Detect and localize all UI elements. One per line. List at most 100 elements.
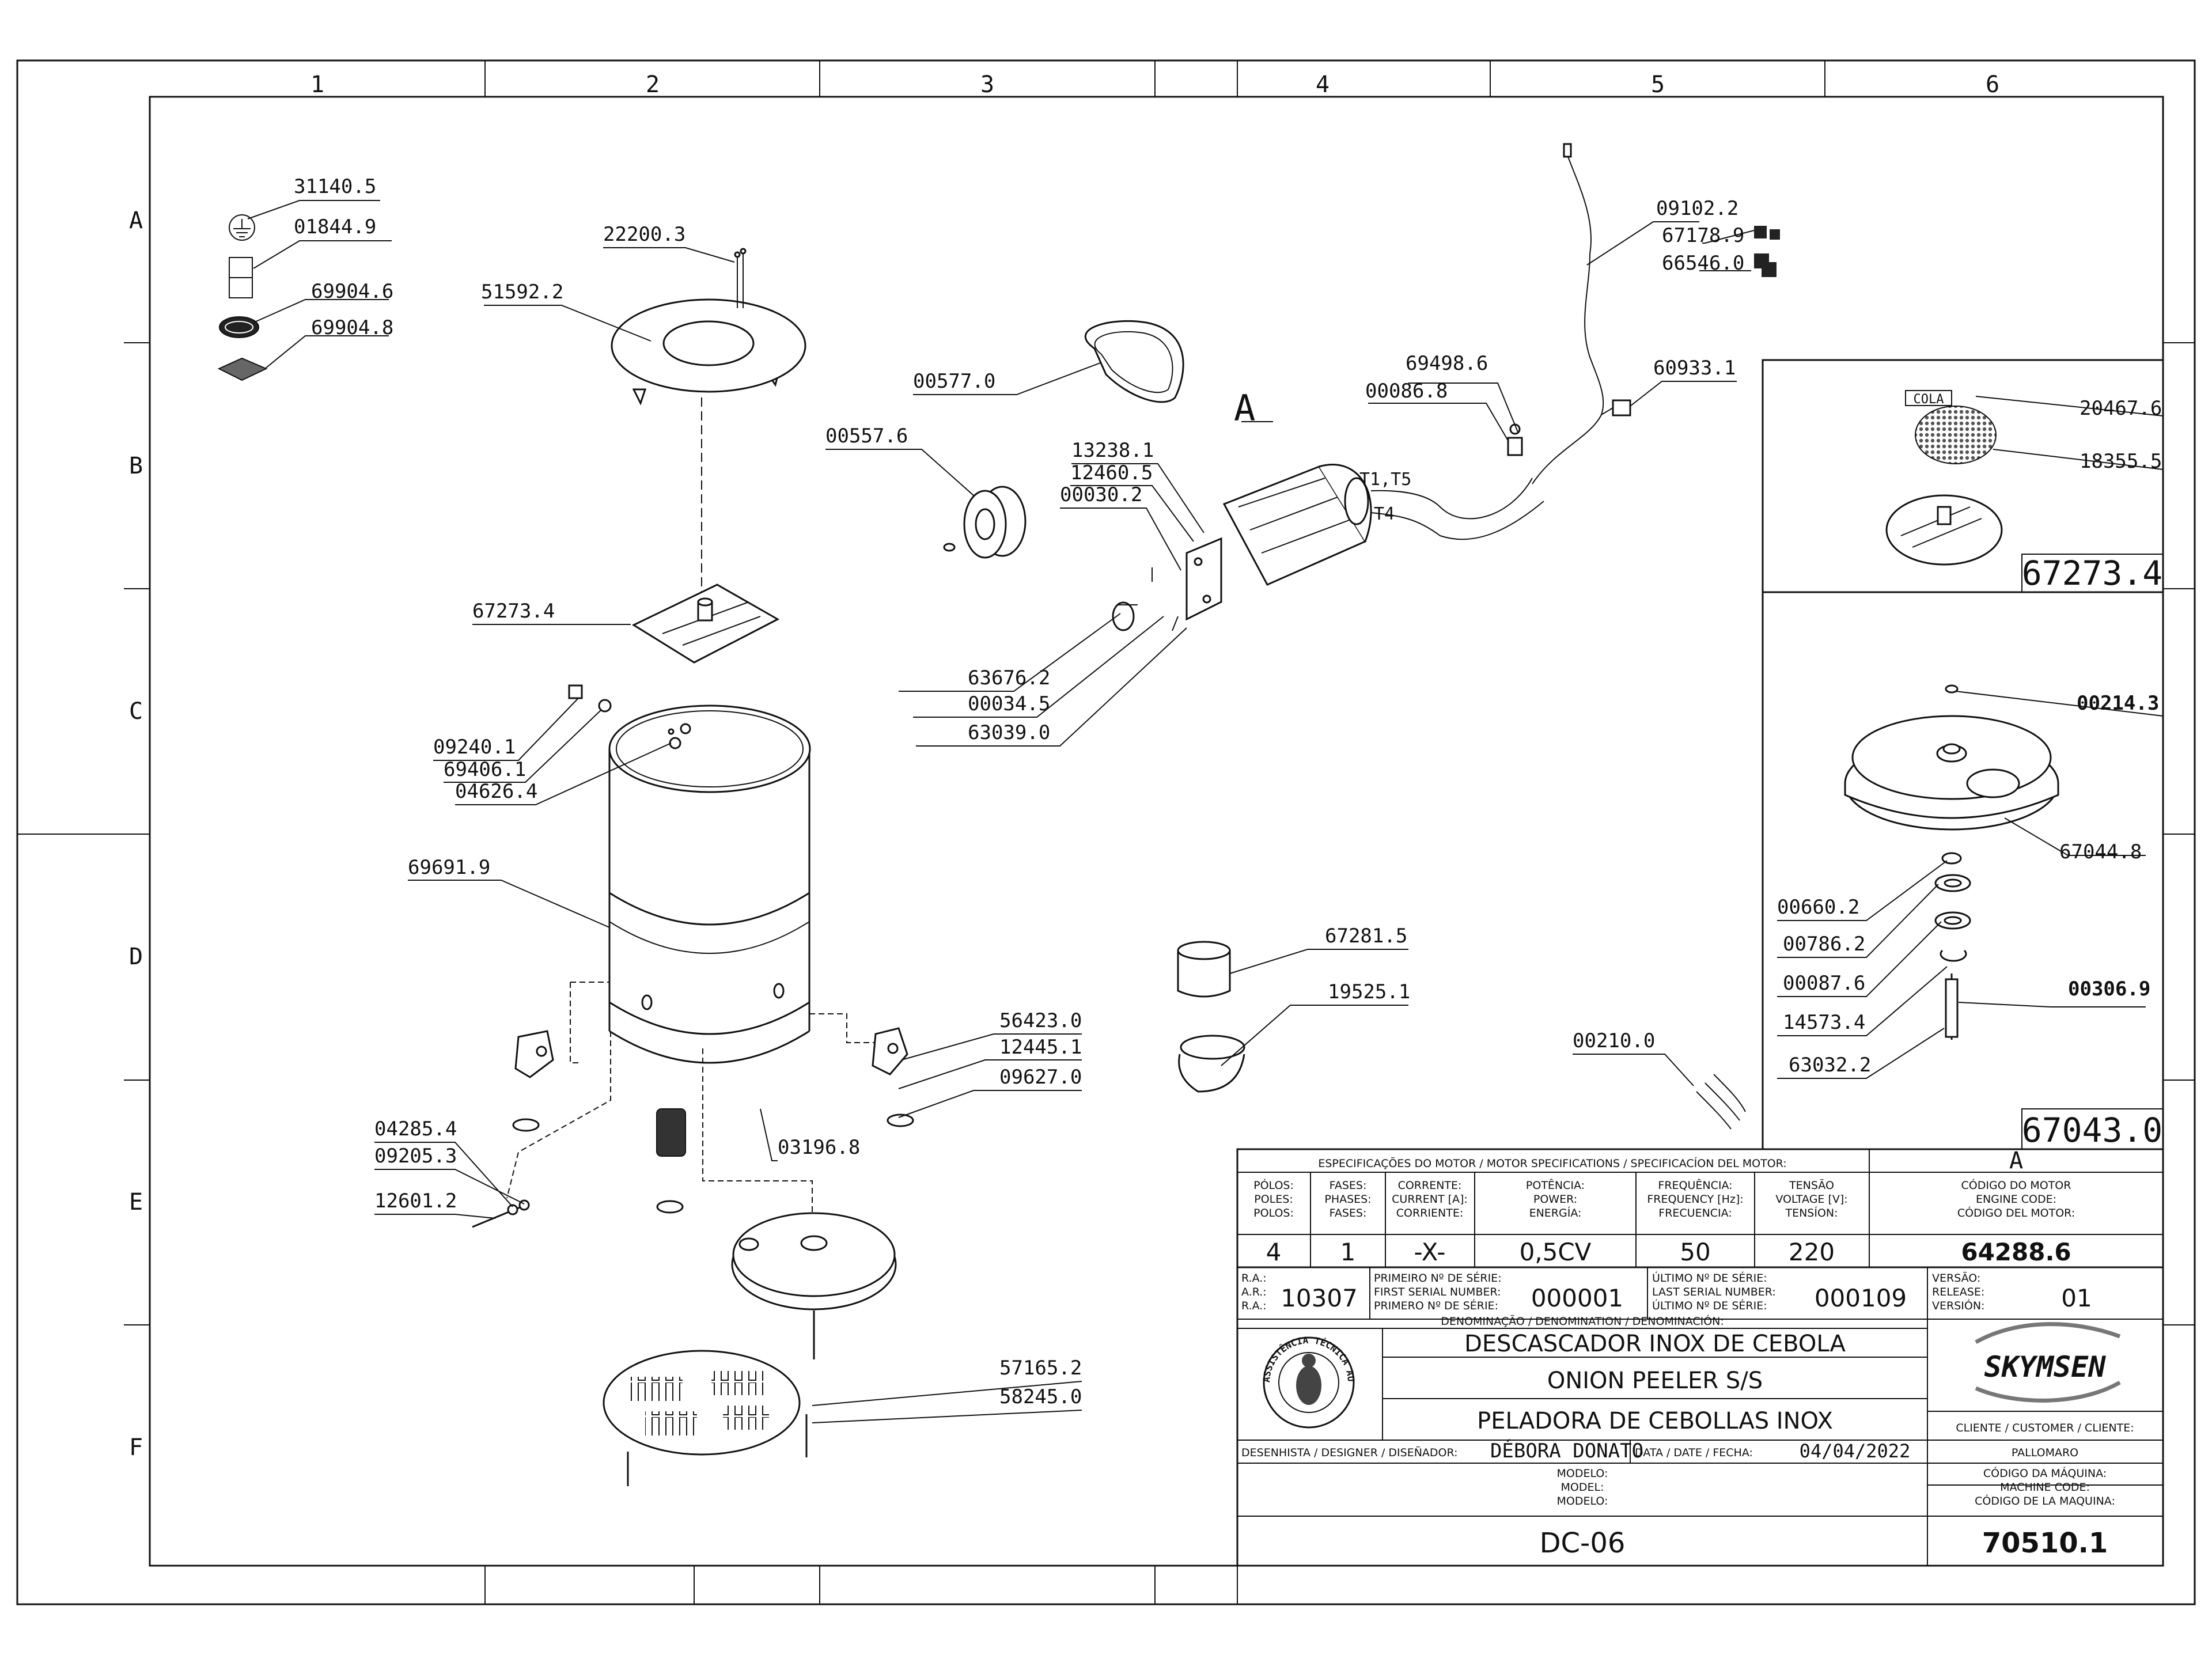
last-serial-label-pt: ÚLTIMO Nº DE SÉRIE: xyxy=(1652,1271,1767,1285)
machine-code-label-pt: CÓDIGO DA MÁQUINA: xyxy=(1983,1466,2107,1480)
detail-code-top: 67273.4 xyxy=(2022,554,2162,593)
ra-label-1: R.A.: xyxy=(1241,1272,1267,1285)
spec-phases-value: 1 xyxy=(1340,1238,1356,1266)
spec-power-label-pt: POTÊNCIA: xyxy=(1526,1179,1585,1192)
spec-power-label-es: ENERGÍA: xyxy=(1529,1206,1582,1219)
ra-label-2: A.R.: xyxy=(1241,1286,1267,1298)
callout-31140-5: 31140.5 xyxy=(294,175,376,198)
callout-69498-6: 69498.6 xyxy=(1406,352,1488,375)
designer-label: DESENHISTA / DESIGNER / DISEÑADOR: xyxy=(1241,1446,1458,1459)
first-serial-label-pt: PRIMEIRO Nº DE SÉRIE: xyxy=(1374,1271,1502,1285)
callout-14573-4: 14573.4 xyxy=(1783,1011,1865,1034)
sheet-frame xyxy=(16,59,2196,1605)
bottom-plate xyxy=(731,1212,897,1359)
callout-00034-5: 00034.5 xyxy=(968,692,1050,715)
version-value: 01 xyxy=(2061,1284,2092,1312)
col-label-3: 3 xyxy=(980,71,994,98)
detail-box-bottom: 67043.0 xyxy=(1762,592,2164,1150)
designer-name: DÉBORA DONATO xyxy=(1490,1439,1643,1463)
row-label-f: F xyxy=(129,1434,143,1461)
callout-00214-3: 00214.3 xyxy=(2077,692,2159,715)
callout-20467-6: 20467.6 xyxy=(2080,397,2162,420)
ra-label-3: R.A.: xyxy=(1241,1300,1267,1312)
callout-leaders xyxy=(247,200,2164,1423)
spec-poles-label-es: POLOS: xyxy=(1253,1207,1294,1219)
product-name-pt: DESCASCADOR INOX DE CEBOLA xyxy=(1464,1331,1846,1357)
pulley xyxy=(943,486,1027,559)
machine-code-label-es: CÓDIGO DE LA MAQUINA: xyxy=(1975,1494,2115,1508)
row-label-e: E xyxy=(129,1189,143,1215)
spout-tube xyxy=(1177,941,1245,1093)
drive-belt xyxy=(1084,320,1184,403)
callout-56423-0: 56423.0 xyxy=(999,1009,1082,1032)
callout-51592-2: 51592.2 xyxy=(481,281,563,304)
col-label-6: 6 xyxy=(1986,71,1999,98)
spec-frequency-label-es: FRECUENCIA: xyxy=(1658,1207,1732,1219)
product-name-en: ONION PEELER S/S xyxy=(1547,1368,1763,1394)
wire-label-t1-t5: T1,T5 xyxy=(1359,469,1411,490)
detail-disc-assembly xyxy=(1885,406,2003,566)
callout-labels: 31140.5 01844.9 69904.6 69904.8 22200.3 … xyxy=(294,175,2162,1408)
brand-badge-icon xyxy=(219,316,259,338)
callout-63039-0: 63039.0 xyxy=(968,721,1050,744)
callout-01844-9: 01844.9 xyxy=(294,215,376,238)
callout-00087-6: 00087.6 xyxy=(1783,972,1865,995)
product-name-es: PELADORA DE CEBOLLAS INOX xyxy=(1477,1408,1833,1434)
spec-phases-label-pt: FASES: xyxy=(1330,1179,1367,1192)
client-badge-icon xyxy=(217,357,268,381)
drum-cylinder xyxy=(608,704,811,1064)
spec-current-label-pt: CORRENTE: xyxy=(1398,1179,1462,1192)
lid-ring xyxy=(611,248,806,406)
spring-wire xyxy=(1696,1074,1746,1130)
motor-ref: A xyxy=(2009,1147,2023,1174)
brand-name: SKYMSEN xyxy=(1984,1350,2107,1384)
callout-57165-2: 57165.2 xyxy=(999,1357,1082,1380)
version-label-en: RELEASE: xyxy=(1932,1286,1984,1298)
spec-current-label-en: CURRENT [A]: xyxy=(1392,1193,1468,1206)
callout-66546-0: 66546.0 xyxy=(1662,252,1744,275)
callout-63032-2: 63032.2 xyxy=(1789,1054,1871,1077)
callout-69904-8: 69904.8 xyxy=(311,316,393,339)
callout-67273-4: 67273.4 xyxy=(472,600,555,623)
callout-60933-1: 60933.1 xyxy=(1653,357,1736,380)
detail-box-top: 67273.4 COLA xyxy=(1762,359,2164,593)
upper-disc xyxy=(631,584,780,664)
callout-12601-2: 12601.2 xyxy=(374,1190,457,1213)
detail-code-bottom: 67043.0 xyxy=(2022,1111,2162,1150)
last-serial-label-es: ÚLTIMO Nº DE SÉRIE: xyxy=(1652,1298,1767,1312)
col-label-4: 4 xyxy=(1316,71,1330,98)
part-drawings xyxy=(217,143,2059,1486)
callout-03196-8: 03196.8 xyxy=(778,1136,860,1159)
spec-voltage-value: 220 xyxy=(1789,1238,1835,1266)
callout-09102-2: 09102.2 xyxy=(1656,197,1738,220)
spec-phases-label-es: FASES: xyxy=(1330,1207,1367,1219)
version-label-pt: VERSÃO: xyxy=(1932,1271,1980,1285)
callout-00660-2: 00660.2 xyxy=(1777,896,1859,919)
seal-text: ASSISTÊNCIA TÉCNICA AUTORIZADA xyxy=(0,0,1357,1382)
terminal-connectors xyxy=(1754,226,1780,277)
callout-09205-3: 09205.3 xyxy=(374,1145,457,1168)
engine-code-label-pt: CÓDIGO DO MOTOR xyxy=(1961,1178,2071,1192)
denomination-header: DENOMINAÇÃO / DENOMINATION / DENOMINACIÓ… xyxy=(1441,1314,1724,1328)
spec-voltage-label-es: TENSÍON: xyxy=(1785,1206,1838,1219)
warning-label-icon xyxy=(229,257,253,298)
callout-69904-6: 69904.6 xyxy=(311,280,393,303)
last-serial-label-en: LAST SERIAL NUMBER: xyxy=(1652,1286,1776,1298)
spec-frequency-label-pt: FREQUÊNCIA: xyxy=(1658,1179,1732,1192)
machine-code-value: 70510.1 xyxy=(1982,1527,2108,1559)
bottom-grate xyxy=(603,1350,808,1486)
detail-rotor-assembly xyxy=(1844,684,2059,1040)
model-value: DC-06 xyxy=(1540,1527,1626,1559)
spec-power-value: 0,5CV xyxy=(1520,1238,1592,1266)
motor-wires xyxy=(1370,478,1544,540)
spec-current-label-es: CORRIENTE: xyxy=(1396,1207,1463,1219)
callout-00210-0: 00210.0 xyxy=(1573,1029,1655,1052)
col-label-2: 2 xyxy=(646,71,660,98)
spec-power-label-en: POWER: xyxy=(1533,1193,1577,1206)
engine-code-label-es: CÓDIGO DEL MOTOR: xyxy=(1957,1206,2075,1219)
callout-69691-9: 69691.9 xyxy=(408,856,490,879)
first-serial-label-es: PRIMERO Nº DE SÉRIE: xyxy=(1374,1299,1498,1312)
spec-poles-label-pt: PÓLOS: xyxy=(1253,1178,1294,1192)
callout-00030-2: 00030.2 xyxy=(1060,483,1142,506)
foot-screws xyxy=(472,1199,530,1228)
